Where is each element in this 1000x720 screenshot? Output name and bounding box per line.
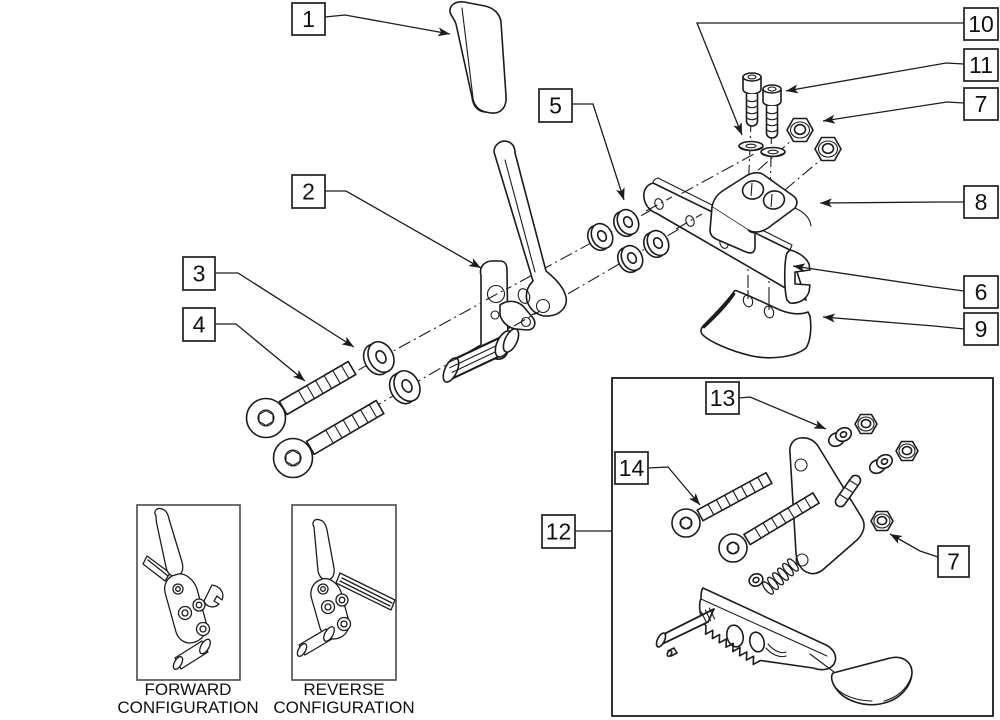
callout-11: 11 [963, 48, 999, 82]
callout-4-label: 4 [193, 312, 206, 338]
lever-cam-tab [499, 300, 536, 331]
pedal-link-line [809, 653, 835, 673]
reverse-caption-line1: REVERSE [303, 680, 384, 699]
callout-10-label: 10 [968, 11, 994, 37]
washers-left [362, 340, 421, 405]
bracket-screw-a [671, 471, 773, 538]
screw-a [245, 360, 357, 439]
leader-14 [647, 466, 701, 506]
leader-7 [822, 101, 965, 124]
bar-jaw [783, 249, 811, 304]
callout-1: 1 [291, 2, 326, 36]
callout-11-label: 11 [969, 52, 993, 78]
leader-4 [215, 323, 306, 382]
leader-7b [889, 533, 939, 558]
callout-6-label: 6 [975, 279, 988, 305]
callout-12: 12 [541, 514, 576, 549]
ratchet-pin [655, 607, 716, 658]
callout-13: 13 [705, 381, 740, 415]
reverse-configuration-inset: REVERSE CONFIGURATION [273, 504, 415, 717]
leader-2 [325, 190, 482, 269]
leader-10 [696, 22, 964, 136]
callout-5-label: 5 [549, 93, 562, 119]
callout-5: 5 [538, 88, 573, 123]
reverse-caption-line2: CONFIGURATION [273, 698, 414, 717]
knurled-axle-pin [442, 328, 520, 383]
socket-screw-b [762, 84, 782, 139]
bracket-screws [671, 471, 820, 563]
callout-9-label: 9 [975, 316, 988, 342]
reverse-inset-art [296, 518, 396, 657]
callout-6: 6 [963, 275, 999, 309]
leader-13 [738, 396, 827, 430]
callout-9: 9 [963, 312, 999, 346]
spacers [827, 426, 894, 475]
callout-8-label: 8 [975, 189, 988, 215]
forward-configuration-inset: FORWARD CONFIGURATION [117, 504, 259, 717]
flat-washers [738, 140, 786, 158]
callout-4: 4 [182, 307, 216, 342]
forward-caption-line2: CONFIGURATION [117, 698, 258, 717]
hex-nut-a [786, 117, 814, 143]
callout-7-label: 7 [975, 91, 988, 117]
leader-lines [215, 14, 965, 558]
callout-2-label: 2 [302, 179, 315, 205]
brake-lever-body [442, 140, 568, 383]
callout-3-label: 3 [193, 261, 206, 287]
callout-10: 10 [963, 7, 999, 41]
callout-7b-label: 7 [947, 549, 960, 575]
bracket-screw-b [718, 492, 820, 563]
spacer-washers [586, 208, 670, 274]
clamp-block [709, 171, 812, 254]
center-line-overlays [485, 182, 773, 327]
handle-grip [449, 1, 507, 114]
leader-9 [822, 313, 965, 330]
leader-6 [792, 263, 965, 292]
leader-1 [324, 14, 451, 37]
callout-13-label: 13 [710, 385, 736, 411]
spring-washer [748, 573, 764, 587]
callout-12-label: 12 [546, 519, 572, 545]
callout-7: 7 [963, 87, 999, 121]
ratchet-lever [655, 587, 837, 671]
socket-screw-a [742, 72, 762, 127]
callout-3: 3 [182, 256, 216, 291]
socket-screws [742, 72, 782, 139]
sub-assembly-box [611, 377, 994, 717]
sub-assembly-nuts [854, 413, 919, 532]
callout-14: 14 [614, 451, 649, 485]
callouts: 1 2 3 4 5 10 11 7 8 6 9 12 13 14 7 [182, 2, 999, 578]
clamp-saddle [700, 289, 812, 359]
hex-nuts [786, 117, 842, 162]
callout-2: 2 [291, 174, 326, 209]
mounting-screws [245, 360, 385, 479]
bracket-plate [789, 436, 865, 575]
leader-5 [572, 103, 625, 201]
callout-1-label: 1 [302, 6, 315, 32]
hex-nut-b [814, 136, 842, 162]
callout-14-label: 14 [619, 455, 645, 481]
leader-11 [785, 62, 965, 94]
forward-inset-art [142, 507, 224, 670]
leader-3 [215, 272, 355, 348]
callout-8: 8 [963, 185, 999, 219]
forward-caption-line1: FORWARD [145, 680, 232, 699]
spring [762, 558, 799, 595]
screw-b [272, 399, 385, 479]
callout-7b: 7 [937, 545, 970, 578]
leader-8 [819, 198, 964, 208]
pedal-pad [830, 656, 913, 706]
